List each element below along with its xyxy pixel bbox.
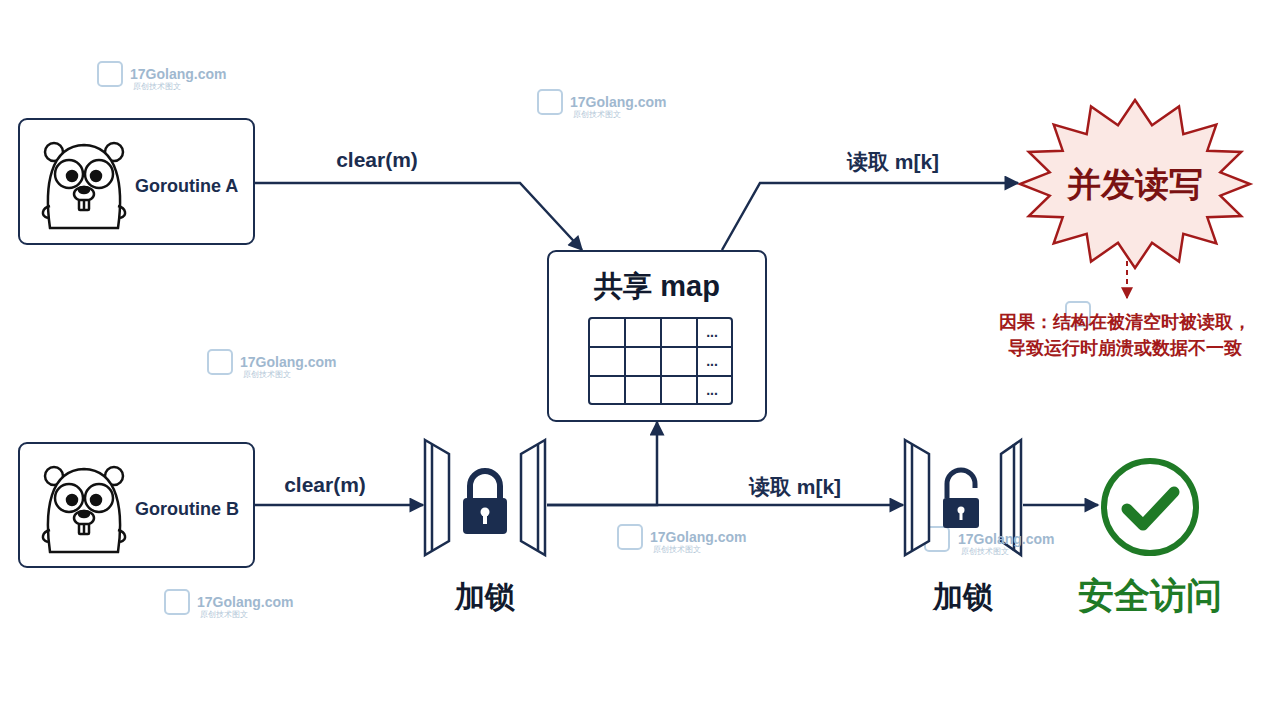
goroutine-box: Goroutine A [18,118,255,245]
node-label: 并发读写 [1018,163,1252,206]
node-label: Goroutine A [135,175,253,198]
edge-label: 读取 m[k] [749,473,841,501]
watermark-sub: 原创技术图文 [200,609,248,621]
watermark-icon [208,350,232,374]
watermark: 17Golang.com [240,352,336,372]
edge-label: 读取 m[k] [847,148,939,176]
watermark-icon [165,590,189,614]
safe-check: 安全访问 [1098,455,1202,559]
watermark: 17Golang.com [130,64,226,84]
flow-arrow [547,422,657,505]
node-label: 加锁 [883,578,1043,616]
flow-arrow [255,504,423,507]
node-label: 安全访问 [1038,573,1262,618]
watermark: 17Golang.com [570,92,666,112]
watermark-sub: 原创技术图文 [243,369,291,381]
cause-note: 因果：结构在被清空时被读取， 导致运行时崩溃或数据不一致 [989,309,1261,361]
edge-label: clear(m) [284,473,366,497]
flow-arrow [255,183,582,250]
flow-arrow [547,504,903,507]
node-label: 加锁 [403,578,567,616]
conflict-starburst: 并发读写 [1018,98,1252,270]
watermark-sub: 原创技术图文 [133,81,181,93]
watermark-icon [98,62,122,86]
check-art [1098,455,1202,559]
watermark-sub: 原创技术图文 [653,544,701,556]
watermark-sub: 原创技术图文 [573,109,621,121]
watermark-icon [538,90,562,114]
table-cell: ... [682,322,742,342]
shared-map-box: 共享 map [547,250,767,422]
watermark: 17Golang.com [197,592,293,612]
watermark: 17Golang.com [958,529,1054,549]
watermark-sub: 原创技术图文 [961,546,1009,558]
flow-arrow [1023,504,1098,507]
edge-label: clear(m) [336,148,418,172]
node-label: 共享 map [549,268,765,304]
node-label: Goroutine B [135,498,253,521]
flow-arrow [722,183,1018,250]
goroutine-box: Goroutine B [18,442,255,568]
table-cell: ... [682,351,742,371]
lock-gate: 加锁 [423,440,547,555]
lock-art [423,440,547,555]
watermark-icon [618,525,642,549]
watermark: 17Golang.com [650,527,746,547]
table-cell: ... [682,380,742,400]
